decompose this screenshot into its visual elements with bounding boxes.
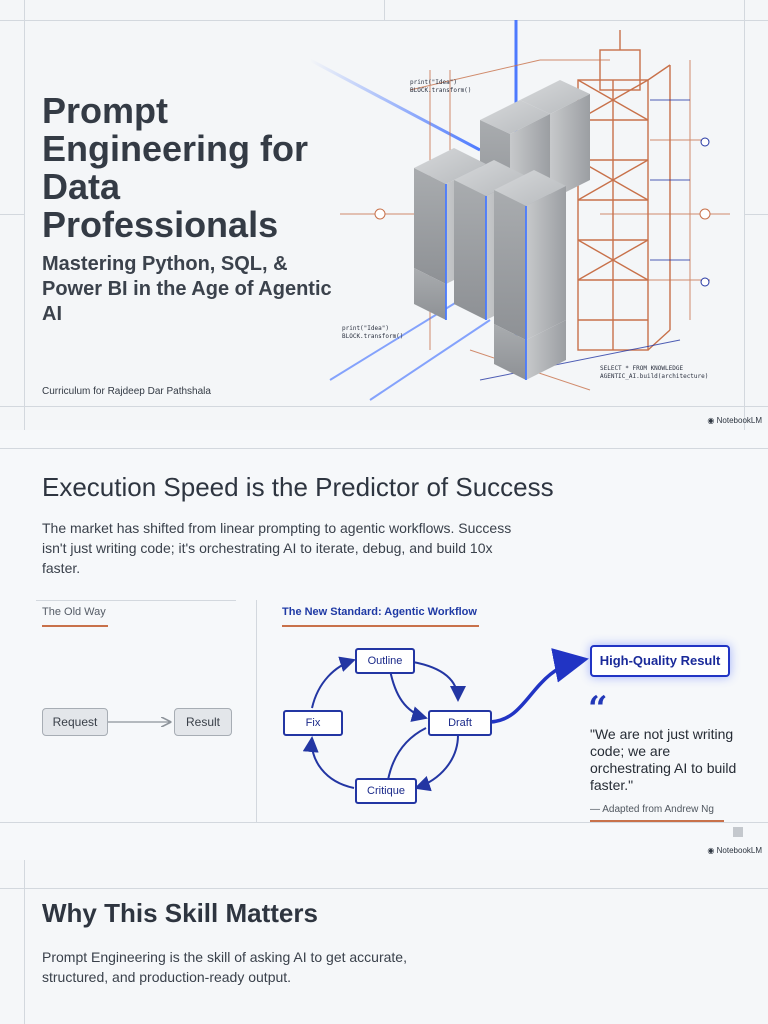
slide-body: The market has shifted from linear promp… (42, 520, 512, 576)
notebooklm-badge: ◉ NotebookLM (707, 846, 762, 855)
guide-line (0, 448, 768, 449)
code-label: AGENTIC_AI.build(architecture) (600, 373, 708, 380)
slide-title: Execution Speed is the Predictor of Succ… (42, 472, 554, 502)
concrete-block (494, 320, 566, 380)
light-beam (369, 319, 491, 401)
cover-credit: Curriculum for Rajdeep Dar Pathshala (42, 386, 211, 397)
blocks-architecture-illustration: print("Idea") BLOCK.transform() print("I… (310, 20, 730, 401)
cycle-arrow-critique-fix (302, 736, 355, 789)
guide-line (36, 600, 236, 601)
cycle-arrow-fix-outline (311, 656, 356, 709)
high-quality-result-box: High-Quality Result (590, 645, 730, 677)
result-arrow (489, 648, 589, 724)
light-beam (310, 58, 481, 152)
guide-line (24, 0, 25, 430)
code-label: print("Idea") (342, 325, 389, 332)
quote-attribution: — Adapted from Andrew Ng (590, 804, 724, 822)
node-dot (374, 208, 386, 220)
node-dot (700, 137, 710, 147)
cycle-arrow-draft-critique (414, 734, 459, 792)
scaffold-tower (577, 30, 671, 351)
concrete-block (520, 80, 590, 200)
guide-line (0, 406, 768, 407)
cycle-arrow-outline-draft (412, 661, 466, 702)
guide-line (744, 0, 745, 430)
new-way-label: The New Standard: Agentic Workflow (282, 606, 479, 627)
result-box: Result (174, 708, 232, 736)
cover-slide: Prompt Engineering for Data Professional… (0, 0, 768, 430)
old-way-label: The Old Way (42, 606, 108, 627)
workflow-slide: Execution Speed is the Predictor of Succ… (0, 430, 768, 860)
notebooklm-badge: ◉ NotebookLM (707, 416, 762, 425)
slide-body: Prompt Engineering is the skill of askin… (42, 949, 407, 985)
code-label: SELECT * FROM KNOWLEDGE (600, 365, 683, 372)
workflow-node-critique: Critique (355, 778, 417, 804)
guide-line (0, 888, 768, 889)
request-box: Request (42, 708, 108, 736)
workflow-node-draft: Draft (428, 710, 492, 736)
guide-line (24, 860, 25, 1024)
guide-line (384, 0, 385, 20)
workflow-node-outline: Outline (355, 648, 415, 674)
code-label: BLOCK.transform() (410, 87, 471, 94)
code-label: BLOCK.transform() (342, 333, 403, 340)
guide-line (0, 822, 768, 823)
concrete-block (494, 170, 566, 340)
guide-line (744, 214, 768, 215)
quote-icon: “ (588, 689, 608, 729)
guide-line (0, 214, 24, 215)
node-dot (699, 208, 711, 220)
brand-label: NotebookLM (716, 416, 762, 425)
cover-subtitle: Mastering Python, SQL, & Power BI in the… (42, 253, 332, 325)
cycle-arrow-inner-1 (389, 669, 428, 722)
concrete-block (414, 268, 446, 320)
workflow-arrows (108, 648, 589, 792)
code-label: print("Idea") (410, 79, 457, 86)
cover-title: Prompt Engineering for Data Professional… (42, 90, 309, 245)
guide-line (0, 20, 768, 21)
corner-square (733, 827, 743, 837)
cycle-arrow-inner-2 (387, 727, 427, 781)
workflow-node-fix: Fix (283, 710, 343, 736)
guide-line (256, 600, 257, 822)
slide-title: Why This Skill Matters (42, 898, 318, 928)
skill-slide: Why This Skill Matters Prompt Engineerin… (0, 860, 768, 1024)
quote-text: "We are not just writing code; we are or… (590, 726, 737, 793)
node-dot (700, 277, 710, 287)
notebooklm-icon: ◉ (707, 846, 715, 855)
notebooklm-icon: ◉ (707, 416, 715, 425)
brand-label: NotebookLM (716, 846, 762, 855)
